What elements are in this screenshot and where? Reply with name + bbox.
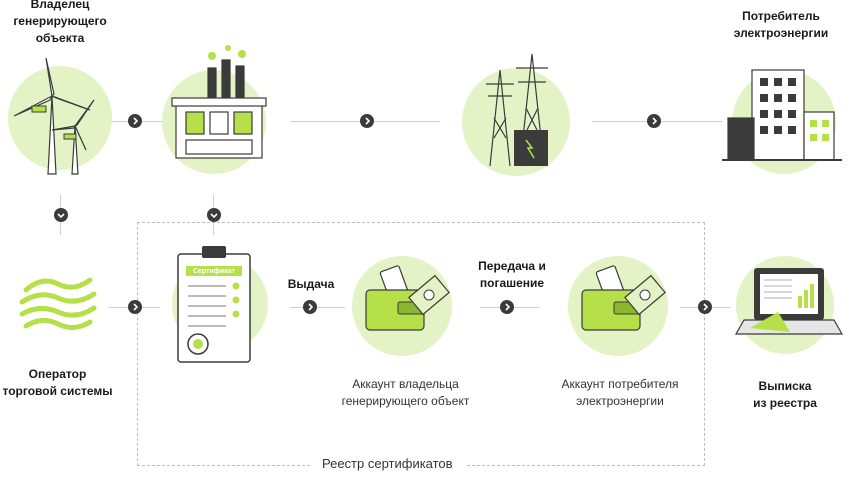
laptop-icon — [734, 268, 844, 335]
arrow-right-icon — [698, 300, 712, 314]
connector-line — [290, 307, 345, 308]
wallet-icon — [581, 265, 666, 331]
arrow-right-icon — [128, 300, 142, 314]
arrow-down-icon — [54, 208, 68, 222]
arrow-right-icon — [303, 300, 317, 314]
factory-icon — [171, 45, 267, 159]
arrow-right-icon — [128, 114, 142, 128]
transfer-label: Передача и погашение — [478, 259, 546, 290]
consumer-account-label: Аккаунт потребителя электроэнергии — [561, 377, 679, 408]
registry-label: Реестр сертификатов — [310, 456, 465, 471]
issue-label: Выдача — [287, 277, 335, 291]
arrow-right-icon — [647, 114, 661, 128]
operator-logo-icon — [19, 277, 97, 330]
wallet-icon — [365, 265, 450, 331]
wind-turbine-icon — [13, 57, 95, 175]
power-tower-icon — [486, 53, 548, 167]
arrow-right-icon — [360, 114, 374, 128]
consumer-label: Потребитель электроэнергии — [733, 9, 829, 40]
operator-label: Оператор торговой системы — [2, 367, 113, 398]
extract-label: Выписка из реестра — [753, 379, 817, 410]
arrow-right-icon — [500, 300, 514, 314]
owner-label: Владелец генерирующего объекта — [13, 0, 107, 45]
wind-farm-illustration — [8, 66, 112, 170]
owner-account-label: Аккаунт владельца генерирующего объект — [341, 377, 470, 408]
certificate-title: Сертификат — [192, 268, 236, 275]
arrow-down-icon — [207, 208, 221, 222]
certificate-icon — [177, 246, 251, 363]
building-icon — [722, 69, 842, 161]
